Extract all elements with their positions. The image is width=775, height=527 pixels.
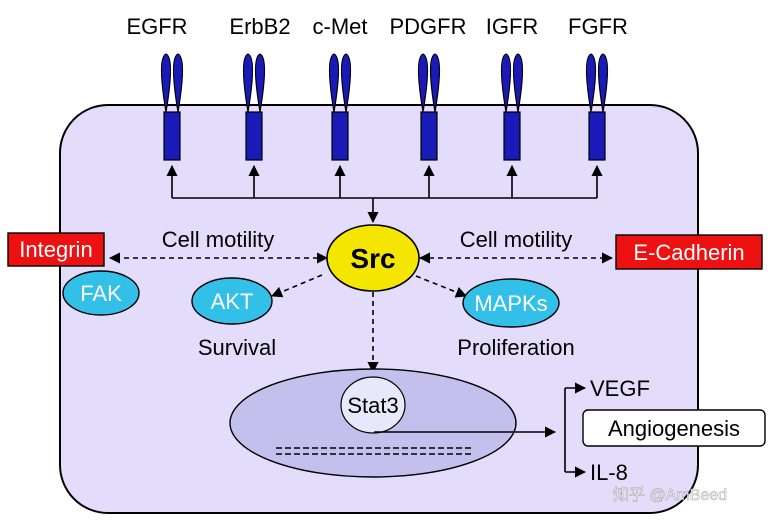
- receptor-igfr: [500, 53, 524, 161]
- receptor-egfr: [160, 53, 184, 161]
- e-cadherin-label: E-Cadherin: [633, 240, 744, 265]
- receptor-label-erbb2: ErbB2: [229, 14, 290, 39]
- vegf-label: VEGF: [590, 376, 650, 401]
- mapks-label: MAPKs: [474, 291, 547, 316]
- cell-motility-label-right: Cell motility: [460, 227, 572, 252]
- proliferation-label: Proliferation: [457, 335, 574, 360]
- integrin-box: [7, 232, 105, 267]
- angiogenesis-box: [582, 409, 766, 447]
- receptor-connector: [166, 164, 603, 224]
- fak-node: [62, 270, 140, 316]
- receptor-group: [160, 53, 609, 161]
- survival-label: Survival: [198, 335, 276, 360]
- akt-label: AKT: [211, 289, 254, 314]
- receptor-label-egfr: EGFR: [126, 14, 187, 39]
- mapks-node: [462, 278, 560, 328]
- e-cadherin-box: [615, 234, 763, 270]
- receptor-erbb2: [242, 53, 266, 161]
- receptor-label-c-met: c-Met: [313, 14, 368, 39]
- il8-label: IL-8: [590, 460, 628, 485]
- angiogenesis-label: Angiogenesis: [608, 416, 740, 441]
- stat3-label: Stat3: [347, 393, 398, 418]
- receptor-label-fgfr: FGFR: [568, 14, 628, 39]
- fak-label: FAK: [80, 281, 122, 306]
- cell-membrane: [59, 104, 699, 514]
- output-connectors: [374, 382, 587, 478]
- src-node: [326, 224, 420, 292]
- src-label: Src: [350, 243, 395, 274]
- stat3-node: [340, 376, 406, 434]
- receptor-fgfr: [585, 53, 609, 161]
- interaction-lines: [108, 252, 614, 374]
- receptor-label-igfr: IGFR: [486, 14, 539, 39]
- akt-node: [191, 277, 273, 325]
- receptor-pdgfr: [417, 53, 441, 161]
- receptor-c-met: [328, 53, 352, 161]
- cell-motility-label-left: Cell motility: [162, 227, 274, 252]
- dna-strand: [276, 447, 474, 455]
- integrin-label: Integrin: [19, 237, 92, 262]
- receptor-label-pdgfr: PDGFR: [390, 14, 467, 39]
- watermark: 知乎 @AmBeed: [613, 486, 727, 504]
